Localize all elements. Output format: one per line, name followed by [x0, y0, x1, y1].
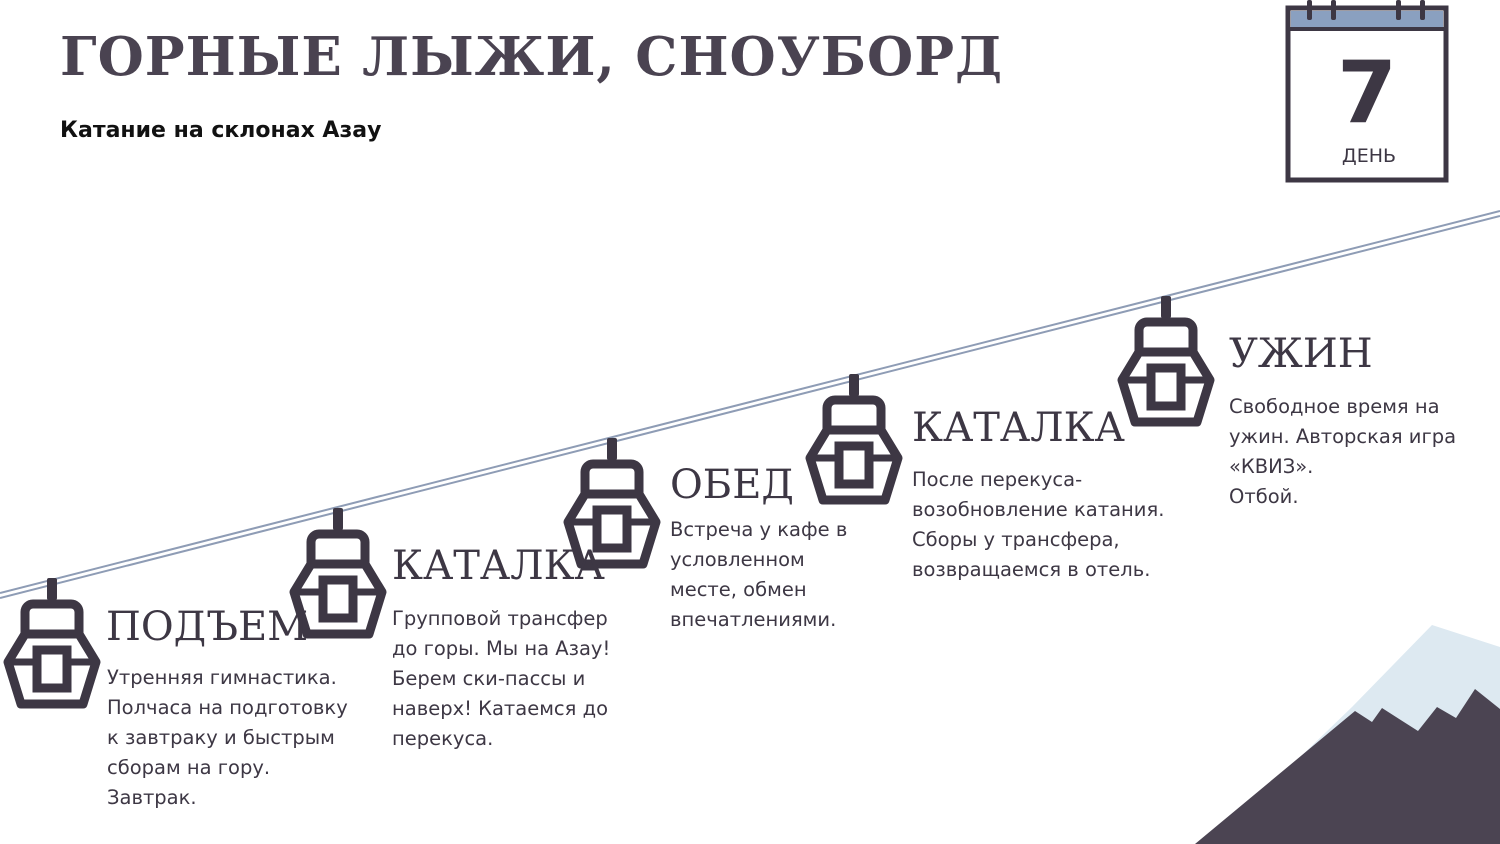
stop-title: КАТАЛКА	[912, 405, 1125, 451]
stop-description: Встреча у кафе в условленном месте, обме…	[670, 518, 848, 631]
stop-title: ОБЕД	[670, 462, 794, 508]
stop-title: УЖИН	[1229, 331, 1373, 377]
gondola-icon	[1122, 296, 1210, 422]
calendar-day-number: 7	[1337, 43, 1397, 143]
stop-title: КАТАЛКА	[392, 543, 605, 589]
stop-description: Утренняя гимнастика. Полчаса на подготов…	[107, 666, 348, 809]
stop-description: Свободное время на ужин. Авторская игра …	[1229, 395, 1457, 508]
stop-description: После перекуса- возобновление катания. С…	[912, 468, 1165, 581]
stop-title: ПОДЪЕМ	[106, 604, 309, 650]
cable-line	[0, 210, 1500, 599]
page-title: ГОРНЫЕ ЛЫЖИ, СНОУБОРД	[60, 26, 1004, 88]
calendar-icon	[1285, 0, 1449, 183]
calendar-day-label: ДЕНЬ	[1341, 145, 1397, 167]
page-subtitle: Катание на склонах Азау	[60, 118, 382, 143]
gondola-icon	[8, 578, 96, 704]
stop-description: Групповой трансфер до горы. Мы на Азау! …	[392, 607, 611, 750]
mountain-illustration	[1195, 625, 1500, 844]
gondola-icon	[810, 374, 898, 500]
